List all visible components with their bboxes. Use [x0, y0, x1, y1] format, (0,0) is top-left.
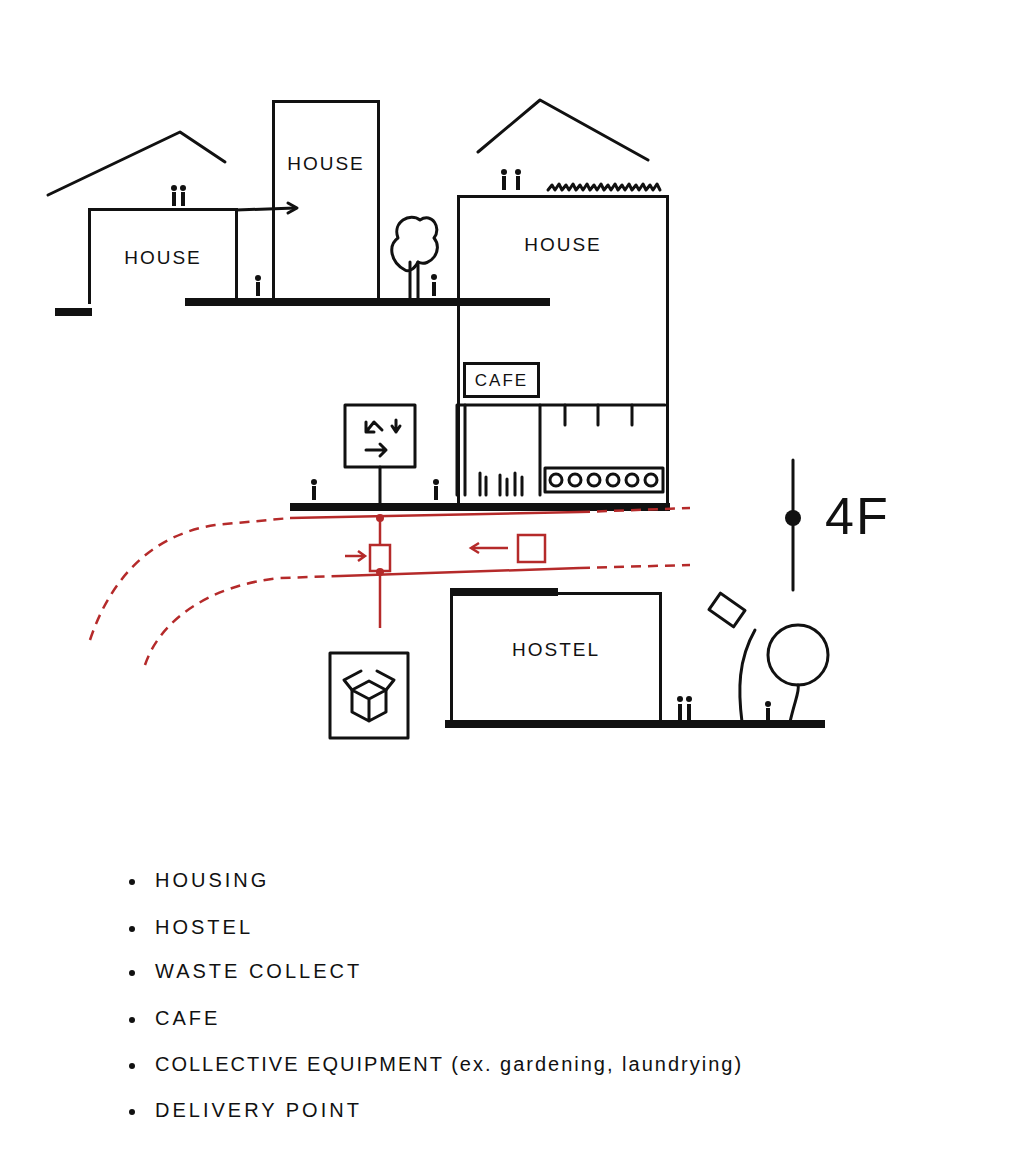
program-item: CAFE: [155, 1007, 220, 1030]
floor-level: 4F: [825, 486, 890, 546]
building-name: HOUSE: [91, 247, 235, 269]
building-name: HOSTEL: [453, 639, 659, 661]
program-item: WASTE COLLECT: [155, 960, 362, 983]
cafe-sign: CAFE: [463, 362, 540, 398]
building-name: HOUSE: [275, 153, 377, 175]
building-name: CAFE: [466, 371, 537, 391]
program-item: DELIVERY POINT: [155, 1099, 362, 1122]
building-box: HOSTEL: [450, 592, 662, 722]
building-box: HOUSE CAFE: [457, 195, 669, 503]
program-item: HOSTEL: [155, 916, 253, 939]
program-item: COLLECTIVE EQUIPMENT (ex. gardening, lau…: [155, 1053, 743, 1076]
building-box: HOUSE: [88, 208, 238, 304]
program-item: HOUSING: [155, 869, 269, 892]
building-box: HOUSE: [272, 100, 380, 300]
building-name: HOUSE: [460, 234, 666, 256]
